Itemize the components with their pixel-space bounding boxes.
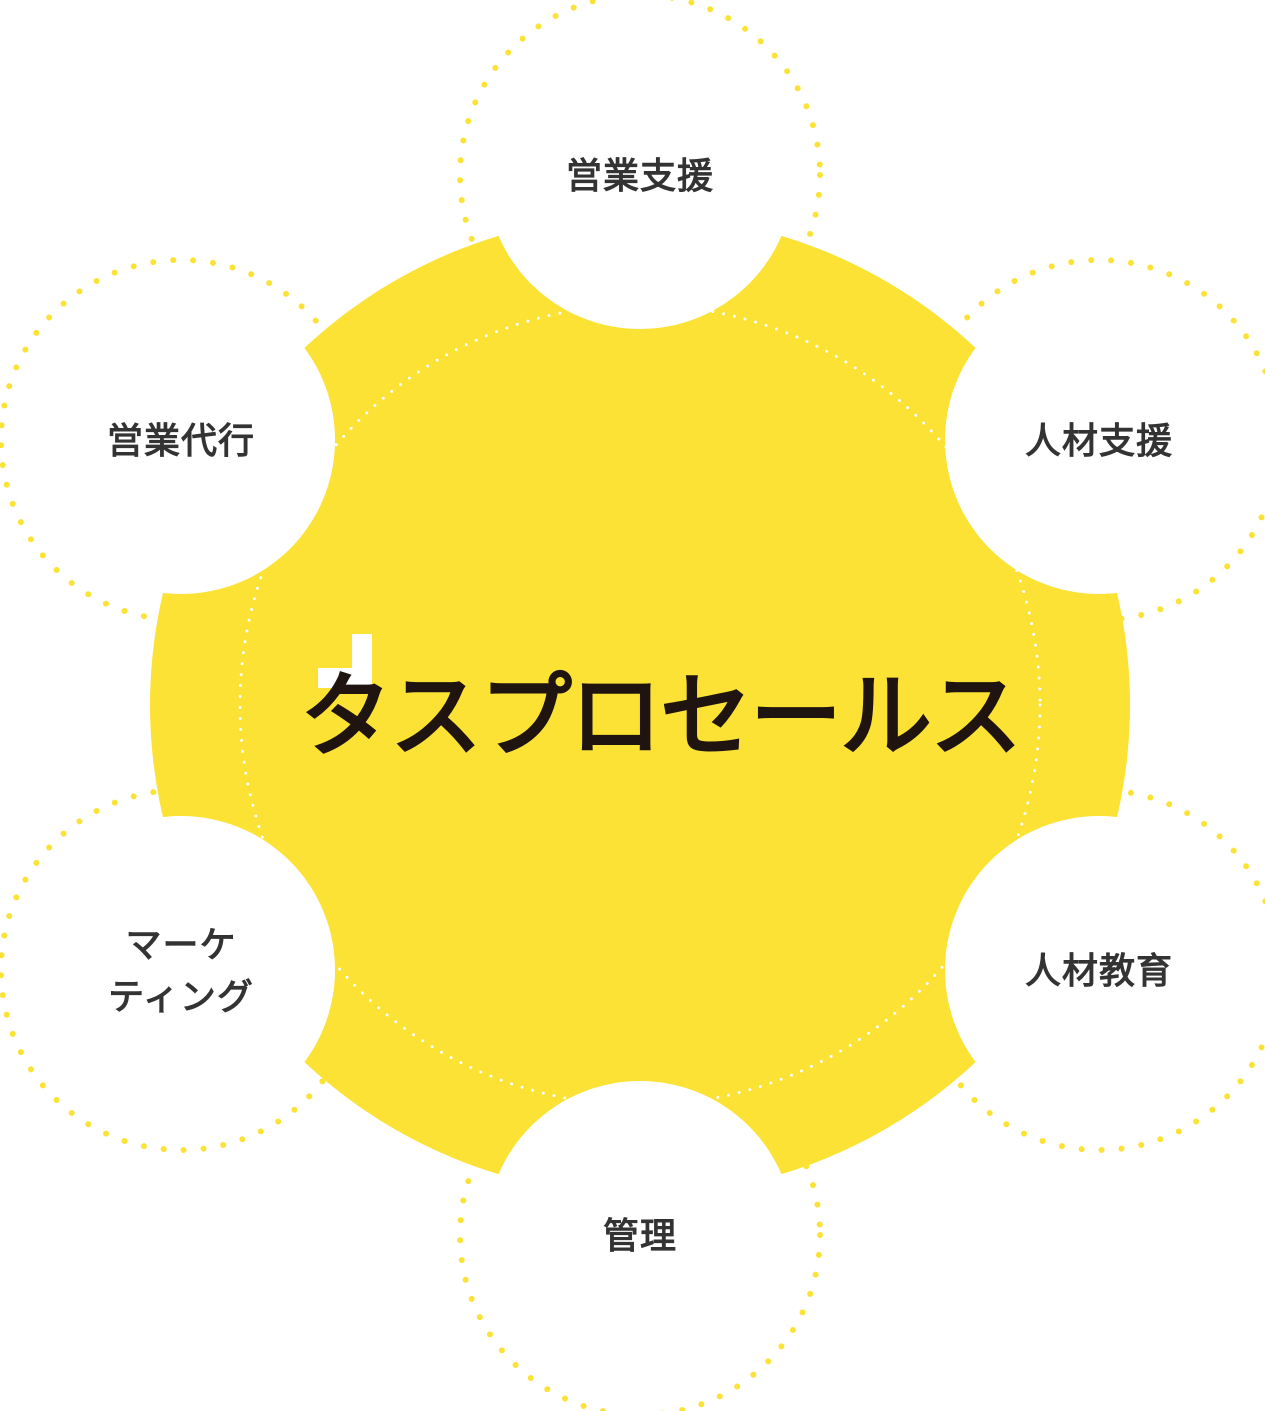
satellite-circles — [33, 27, 1247, 1383]
node-circle-sales-agency — [33, 292, 330, 588]
node-circle-sales-support — [492, 27, 788, 323]
logo-text: タスプロセールス — [300, 663, 1020, 770]
node-circle-hr-support — [950, 292, 1247, 588]
node-label-sales-support: 営業支援 — [566, 156, 714, 197]
plus-mark-icon — [318, 634, 372, 688]
node-label-hr-education: 人材教育 — [1025, 951, 1173, 992]
node-ring-management — [457, 1052, 823, 1411]
node-circle-management — [492, 1087, 788, 1383]
brand-logo: タスプロセールス — [300, 634, 1022, 770]
node-label-sales-agency: 営業代行 — [107, 421, 255, 462]
node-ring-hr-education — [916, 787, 1265, 1153]
node-circle-hr-education — [950, 822, 1247, 1118]
node-label-hr-support: 人材支援 — [1025, 421, 1173, 462]
node-circle-marketing — [33, 822, 330, 1118]
node-label-management: 管理 — [603, 1216, 677, 1257]
node-label-marketing: マーケティング — [108, 925, 254, 1018]
central-yellow-blob — [150, 215, 1130, 1195]
